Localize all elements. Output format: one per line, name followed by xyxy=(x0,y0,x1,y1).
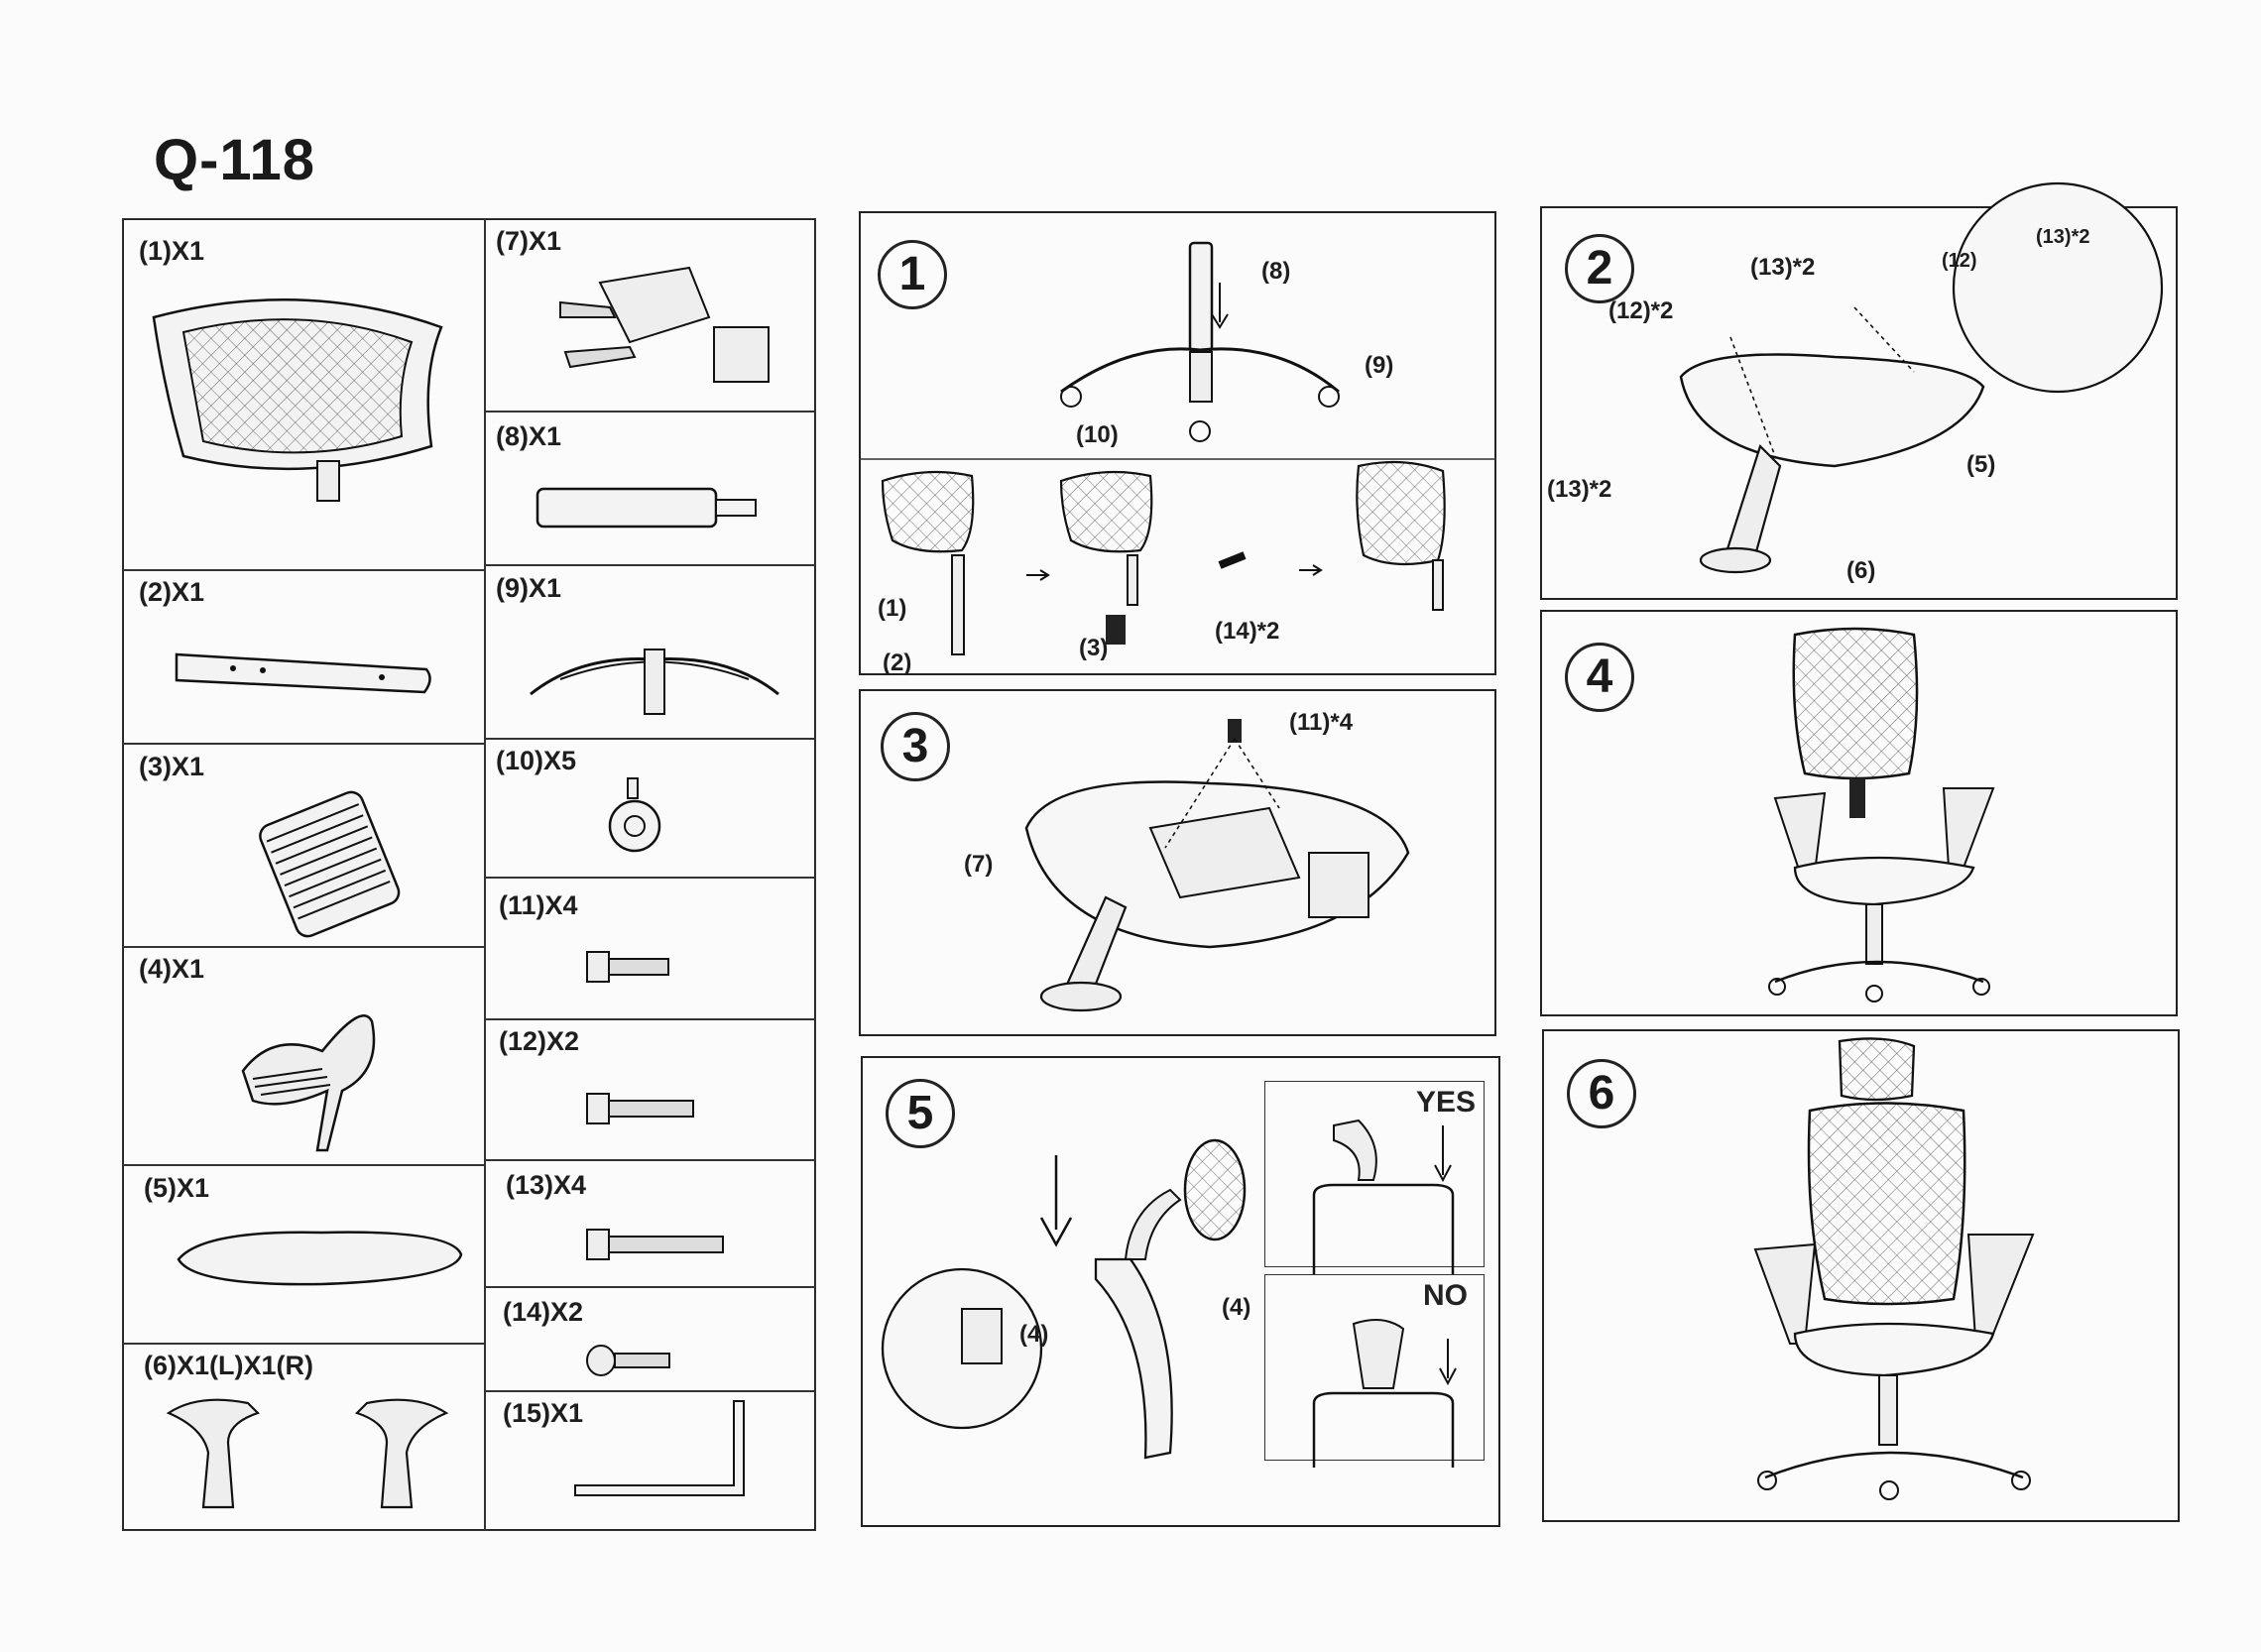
step-3-number: 3 xyxy=(881,712,950,781)
callout: (10) xyxy=(1076,421,1119,448)
part-label: (11)X4 xyxy=(499,890,578,920)
callout: (9) xyxy=(1365,352,1394,379)
backrest-drawing xyxy=(144,288,461,516)
part-cell-7 xyxy=(485,218,816,412)
no-example xyxy=(1264,1274,1485,1461)
part-label: (14)X2 xyxy=(503,1297,584,1327)
mechanism-drawing xyxy=(540,263,788,402)
callout: (7) xyxy=(964,851,994,878)
callout: (3) xyxy=(1079,635,1109,661)
part-label: (8)X1 xyxy=(496,421,562,451)
callout: (2) xyxy=(883,649,912,676)
backrest-bar-drawing xyxy=(169,645,436,704)
part-cell-15 xyxy=(485,1391,816,1531)
step-4-panel xyxy=(1540,610,2178,1016)
part-cell-9 xyxy=(485,565,816,739)
callout: (12) xyxy=(1942,250,1977,272)
bolt-14-drawing xyxy=(585,1341,684,1380)
part-label: (9)X1 xyxy=(496,573,562,603)
part-cell-6 xyxy=(122,1344,485,1531)
step-1-backrest-drawing xyxy=(868,461,1483,669)
part-cell-5 xyxy=(122,1165,485,1344)
bolt-12-drawing xyxy=(585,1089,704,1128)
part-label: (15)X1 xyxy=(503,1398,584,1428)
callout: (11)*4 xyxy=(1289,709,1354,736)
callout: (13)*2 xyxy=(1547,476,1612,503)
part-label: (2)X1 xyxy=(139,577,205,607)
base-drawing xyxy=(521,635,788,724)
callout: (8) xyxy=(1261,258,1291,285)
part-label: (12)X2 xyxy=(499,1026,580,1056)
callout: (6) xyxy=(1846,557,1876,584)
callout: (4) xyxy=(1222,1294,1251,1321)
callout: (4) xyxy=(1019,1321,1049,1348)
part-label: (10)X5 xyxy=(496,746,577,775)
step-2-panel xyxy=(1540,206,2178,600)
step-5-number: 5 xyxy=(886,1079,955,1148)
callout: (5) xyxy=(1966,451,1996,478)
step-1-divider xyxy=(859,458,1496,460)
no-illustration xyxy=(1274,1309,1478,1458)
step-6-panel xyxy=(1542,1029,2180,1522)
step-3-mechanism-drawing xyxy=(1012,719,1468,1031)
step-6-chair-drawing xyxy=(1745,1036,2043,1512)
part-cell-2 xyxy=(122,570,485,744)
step-4-chair-drawing xyxy=(1755,625,2013,1006)
step-5-armrest-drawing xyxy=(883,1111,1250,1517)
step-2-seat-drawing xyxy=(1666,218,2172,595)
armrest-pad-drawing xyxy=(233,982,392,1160)
callout: (12)*2 xyxy=(1608,297,1674,324)
part-cell-10 xyxy=(485,739,816,878)
callout: (1) xyxy=(878,595,907,622)
callout: (13)*2 xyxy=(1750,254,1816,281)
yes-illustration xyxy=(1274,1116,1478,1264)
callout: (14)*2 xyxy=(1215,618,1280,645)
armrests-drawing xyxy=(159,1383,456,1522)
part-label: (1)X1 xyxy=(139,236,205,266)
part-label: (3)X1 xyxy=(139,752,205,781)
part-label: (4)X1 xyxy=(139,954,205,984)
yes-example xyxy=(1264,1081,1485,1267)
part-cell-3 xyxy=(122,744,485,947)
bolt-11-drawing xyxy=(585,947,674,987)
part-cell-11 xyxy=(485,878,816,1019)
step-1-panel xyxy=(859,211,1496,675)
part-label: (5)X1 xyxy=(144,1173,210,1203)
bolt-13-drawing xyxy=(585,1225,734,1264)
callout: (13)*2 xyxy=(2036,226,2090,248)
part-cell-4 xyxy=(122,947,485,1165)
gas-lift-drawing xyxy=(536,484,774,533)
part-label: (7)X1 xyxy=(496,226,562,256)
part-cell-8 xyxy=(485,412,816,565)
step-5-panel xyxy=(861,1056,1500,1527)
step-3-panel xyxy=(859,689,1496,1036)
step-2-number: 2 xyxy=(1565,234,1634,303)
page-title: Q-118 xyxy=(154,128,315,192)
no-label: NO xyxy=(1423,1279,1468,1312)
caster-drawing xyxy=(600,778,679,858)
step-4-number: 4 xyxy=(1565,643,1634,712)
part-label: (6)X1(L)X1(R) xyxy=(144,1351,314,1380)
allen-key-drawing xyxy=(570,1396,759,1505)
part-cell-12 xyxy=(485,1019,816,1160)
cover-drawing xyxy=(243,773,421,942)
part-cell-14 xyxy=(485,1287,816,1391)
step-1-base-drawing xyxy=(1041,223,1359,451)
step-1-number: 1 xyxy=(878,240,947,309)
part-label: (13)X4 xyxy=(506,1170,587,1200)
yes-label: YES xyxy=(1416,1086,1477,1119)
step-6-number: 6 xyxy=(1567,1059,1636,1128)
seat-drawing xyxy=(164,1225,471,1294)
part-cell-1 xyxy=(122,218,485,570)
part-cell-13 xyxy=(485,1160,816,1287)
